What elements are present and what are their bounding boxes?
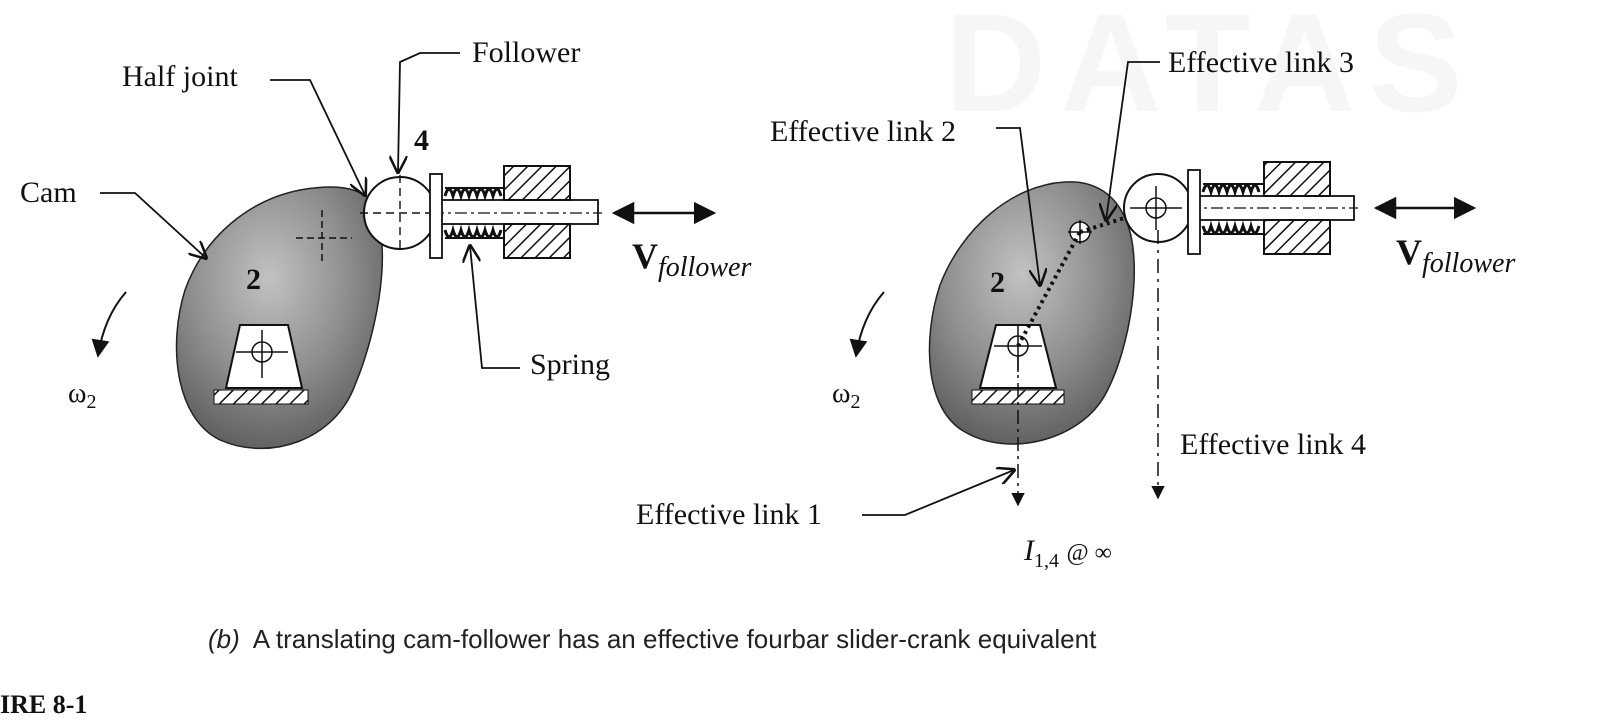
left-figure — [91, 52, 717, 450]
leader-effective-link-3 — [1106, 61, 1160, 220]
corner-tag: IRE 8-1 — [0, 690, 88, 719]
ground-left — [213, 389, 309, 405]
effective-link-2-label: Effective link 2 — [770, 115, 957, 148]
omega-label-left: ω2 — [68, 378, 97, 413]
effective-link-2-line — [1016, 231, 1082, 347]
watermark: DATAS — [945, 0, 1477, 141]
leader-effective-link-2 — [996, 127, 1040, 285]
follower-label: Follower — [472, 36, 581, 69]
figure-caption: (b) A translating cam-follower has an ef… — [208, 624, 1097, 654]
spring-label: Spring — [530, 348, 611, 381]
cam-link-number-left: 2 — [246, 263, 261, 296]
follower-stem-left — [431, 199, 599, 225]
leader-spring — [470, 246, 520, 369]
half-joint-label: Half joint — [122, 60, 238, 93]
guide-top-right — [1263, 161, 1331, 197]
effective-link-4-label: Effective link 4 — [1180, 428, 1367, 461]
spring-washer-right — [1187, 169, 1201, 255]
guide-top-left — [503, 165, 571, 201]
omega-label-right: ω2 — [832, 378, 861, 413]
velocity-label-right: Vfollower — [1396, 232, 1516, 279]
spring-washer-left — [429, 173, 443, 259]
spring-left — [443, 187, 503, 239]
leader-half-joint — [270, 79, 365, 195]
instant-center-label: I1,4 @ ∞ — [1024, 534, 1112, 572]
guide-bottom-right — [1263, 219, 1331, 255]
pivot-block-left — [224, 324, 304, 389]
effective-link-3-label: Effective link 3 — [1168, 46, 1355, 79]
leader-effective-link-1 — [862, 470, 1014, 516]
leader-cam — [100, 192, 206, 258]
cam-body-left — [175, 186, 384, 450]
right-figure — [849, 61, 1477, 516]
velocity-label-left: Vfollower — [632, 236, 752, 283]
roller-center-right — [1130, 186, 1182, 230]
cam-center-mark-left — [296, 210, 352, 262]
leader-follower — [398, 52, 460, 172]
cam-body-right — [928, 181, 1135, 445]
pivot-left — [236, 330, 288, 378]
cam-link-number-right: 2 — [990, 266, 1005, 299]
omega-arrow-right — [849, 291, 885, 358]
link-4-label: 4 — [414, 124, 429, 157]
spring-right — [1201, 183, 1264, 235]
guide-bottom-left — [503, 223, 571, 259]
effective-link-1-label: Effective link 1 — [636, 498, 823, 531]
cam-label: Cam — [20, 176, 77, 209]
omega-arrow-left — [91, 291, 127, 358]
